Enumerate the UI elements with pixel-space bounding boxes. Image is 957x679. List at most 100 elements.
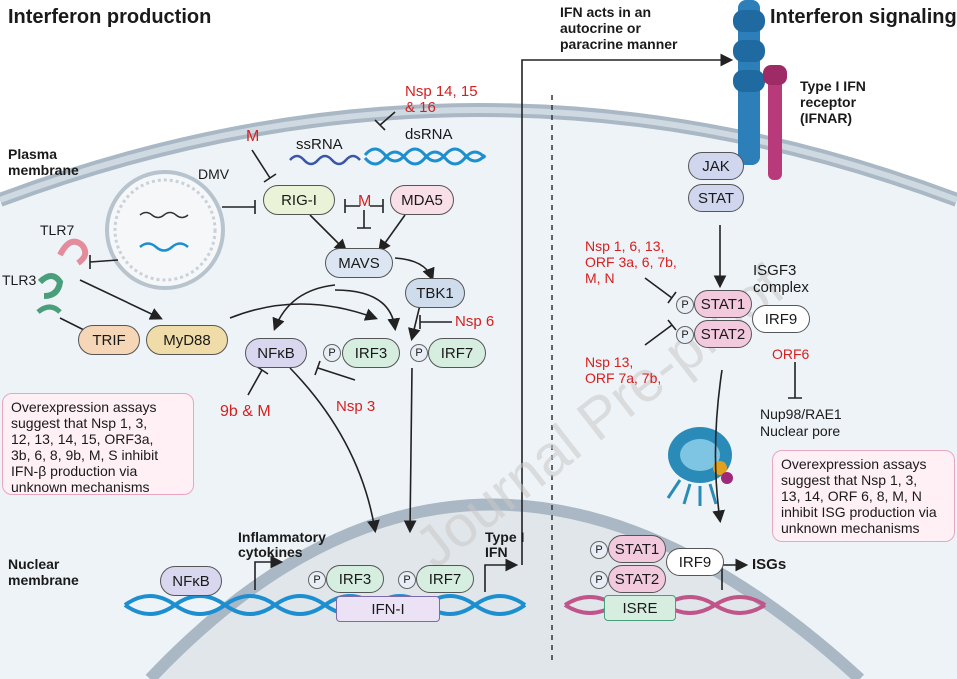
stat1-nuclear: STAT1 bbox=[608, 535, 666, 563]
inflammatory-label-line: cytokines bbox=[238, 544, 303, 560]
note-line: suggest that Nsp 1, 3, bbox=[781, 472, 918, 488]
note-line: inhibit ISG production via bbox=[781, 504, 937, 520]
nsp-stat1-line: Nsp 1, 6, 13, bbox=[585, 238, 665, 254]
ssrna-label: ssRNA bbox=[296, 136, 343, 153]
title-interferon-signaling: Interferon signaling bbox=[770, 6, 957, 28]
plasma-membrane-label-line: Plasma bbox=[8, 146, 58, 162]
nsp14-line: & 16 bbox=[405, 99, 436, 116]
note-line: Overexpression assays bbox=[781, 456, 927, 472]
tlr-receptors bbox=[36, 238, 89, 314]
title-interferon-production: Interferon production bbox=[8, 6, 212, 28]
isgf3-label-line: complex bbox=[753, 279, 809, 296]
dna-helix-left bbox=[123, 594, 527, 616]
nsp-stat1-inhibitor: Nsp 1, 6, 13, ORF 3a, 6, 7b, M, N bbox=[585, 238, 677, 286]
irf7-protein: IRF7 bbox=[428, 338, 486, 368]
nsp14-inhibitor: Nsp 14, 15 & 16 bbox=[405, 84, 478, 116]
nsp3-inhibitor: Nsp 3 bbox=[336, 398, 376, 415]
ifnar-receptor bbox=[733, 0, 787, 180]
m-inhibitor-mid: M bbox=[358, 193, 372, 210]
note-line: IFN-β production via bbox=[11, 463, 138, 479]
note-line: 12, 13, 14, 15, ORF3a, bbox=[11, 431, 154, 447]
phospho-marker: P bbox=[308, 571, 326, 589]
receptor-label: Type I IFN receptor (IFNAR) bbox=[800, 78, 866, 126]
stat2-nuclear: STAT2 bbox=[608, 565, 666, 593]
ssrna-strand bbox=[289, 154, 361, 166]
stat1-protein: STAT1 bbox=[694, 290, 752, 318]
nsp-stat2-inhibitor: Nsp 13, ORF 7a, 7b, bbox=[585, 354, 661, 386]
irf9-nuclear: IRF9 bbox=[666, 548, 724, 576]
ifn-i-gene: IFN-I bbox=[336, 596, 440, 622]
phospho-marker: P bbox=[676, 296, 694, 314]
receptor-label-line: Type I IFN bbox=[800, 78, 866, 94]
plasma-membrane-label-line: membrane bbox=[8, 162, 79, 178]
nsp-stat1-line: ORF 3a, 6, 7b, bbox=[585, 254, 677, 270]
inflammatory-label-line: Inflammatory bbox=[238, 529, 326, 545]
note-line: 3b, 6, 8, 9b, M, S inhibit bbox=[11, 447, 159, 463]
isgf3-label-line: ISGF3 bbox=[753, 262, 797, 279]
tlr3-label: TLR3 bbox=[2, 272, 37, 288]
nuclear-membrane bbox=[145, 498, 865, 679]
dsrna-strand bbox=[363, 147, 487, 163]
cytoplasm-area bbox=[0, 110, 957, 679]
nup-label: Nup98/RAE1 Nuclear pore bbox=[760, 406, 842, 440]
plasma-membrane-label: Plasma membrane bbox=[8, 146, 79, 178]
jak-protein: JAK bbox=[688, 152, 744, 180]
activation-arrows bbox=[59, 53, 749, 592]
trif-protein: TRIF bbox=[78, 325, 140, 355]
phospho-marker: P bbox=[590, 541, 608, 559]
mda5-protein: MDA5 bbox=[390, 185, 454, 215]
nfkb-protein: NFκB bbox=[245, 338, 307, 368]
type-i-ifn-label: Type I IFN bbox=[485, 530, 524, 560]
irf9-protein: IRF9 bbox=[752, 305, 810, 333]
tlr7-label: TLR7 bbox=[40, 222, 75, 238]
note-line: 13, 14, ORF 6, 8, M, N bbox=[781, 488, 922, 504]
nfkb-nuclear: NFκB bbox=[160, 566, 222, 596]
irf3-protein: IRF3 bbox=[342, 338, 400, 368]
note-ifn-signaling: Overexpression assays suggest that Nsp 1… bbox=[772, 450, 955, 542]
receptor-label-line: receptor bbox=[800, 94, 857, 110]
9b-m-inhibitor: 9b & M bbox=[220, 403, 271, 420]
irf7-nuclear: IRF7 bbox=[416, 565, 474, 593]
note-line: Overexpression assays bbox=[11, 399, 157, 415]
type-i-ifn-line: IFN bbox=[485, 544, 508, 560]
note-line: suggest that Nsp 1, 3, bbox=[11, 415, 148, 431]
phospho-marker: P bbox=[323, 344, 341, 362]
nsp6-inhibitor: Nsp 6 bbox=[455, 313, 495, 330]
isre-element: ISRE bbox=[604, 595, 676, 621]
phospho-marker: P bbox=[676, 326, 694, 344]
myd88-protein: MyD88 bbox=[146, 325, 228, 355]
orf6-inhibitor: ORF6 bbox=[772, 346, 810, 362]
m-inhibitor-top: M bbox=[246, 128, 260, 145]
nup-label-line: Nuclear pore bbox=[760, 423, 841, 439]
note-line: unknown mechanisms bbox=[781, 520, 920, 536]
ifn-acts-line: autocrine or bbox=[560, 20, 641, 36]
note-ifn-production: Overexpression assays suggest that Nsp 1… bbox=[2, 393, 194, 495]
receptor-label-line: (IFNAR) bbox=[800, 110, 853, 126]
ifn-acts-line: IFN acts in an bbox=[560, 4, 652, 20]
nsp-stat1-line: M, N bbox=[585, 270, 615, 286]
nsp-stat2-line: ORF 7a, 7b, bbox=[585, 370, 662, 386]
dsrna-label: dsRNA bbox=[405, 126, 453, 143]
isgs-label: ISGs bbox=[752, 556, 787, 573]
tbk1-protein: TBK1 bbox=[405, 278, 465, 308]
stat2-protein: STAT2 bbox=[694, 320, 752, 348]
inflammatory-label: Inflammatory cytokines bbox=[238, 530, 326, 560]
nsp14-line: Nsp 14, 15 bbox=[405, 83, 478, 100]
nup-label-line: Nup98/RAE1 bbox=[760, 406, 842, 422]
irf3-nuclear: IRF3 bbox=[326, 565, 384, 593]
inhibition-lines bbox=[89, 111, 802, 399]
phospho-marker: P bbox=[398, 571, 416, 589]
type-i-ifn-line: Type I bbox=[485, 529, 525, 545]
isgf3-label: ISGF3 complex bbox=[753, 262, 809, 296]
note-line: unknown mechanisms bbox=[11, 479, 150, 495]
dmv-vesicle bbox=[105, 170, 225, 290]
nsp-stat2-line: Nsp 13, bbox=[585, 354, 634, 370]
ifn-acts-label: IFN acts in an autocrine or paracrine ma… bbox=[560, 4, 678, 52]
phospho-marker: P bbox=[590, 571, 608, 589]
rig-i-protein: RIG-I bbox=[263, 185, 335, 215]
phospho-marker: P bbox=[410, 344, 428, 362]
nuclear-membrane-label-line: Nuclear bbox=[8, 556, 60, 572]
ifn-acts-line: paracrine manner bbox=[560, 36, 678, 52]
dmv-label: DMV bbox=[198, 166, 230, 182]
